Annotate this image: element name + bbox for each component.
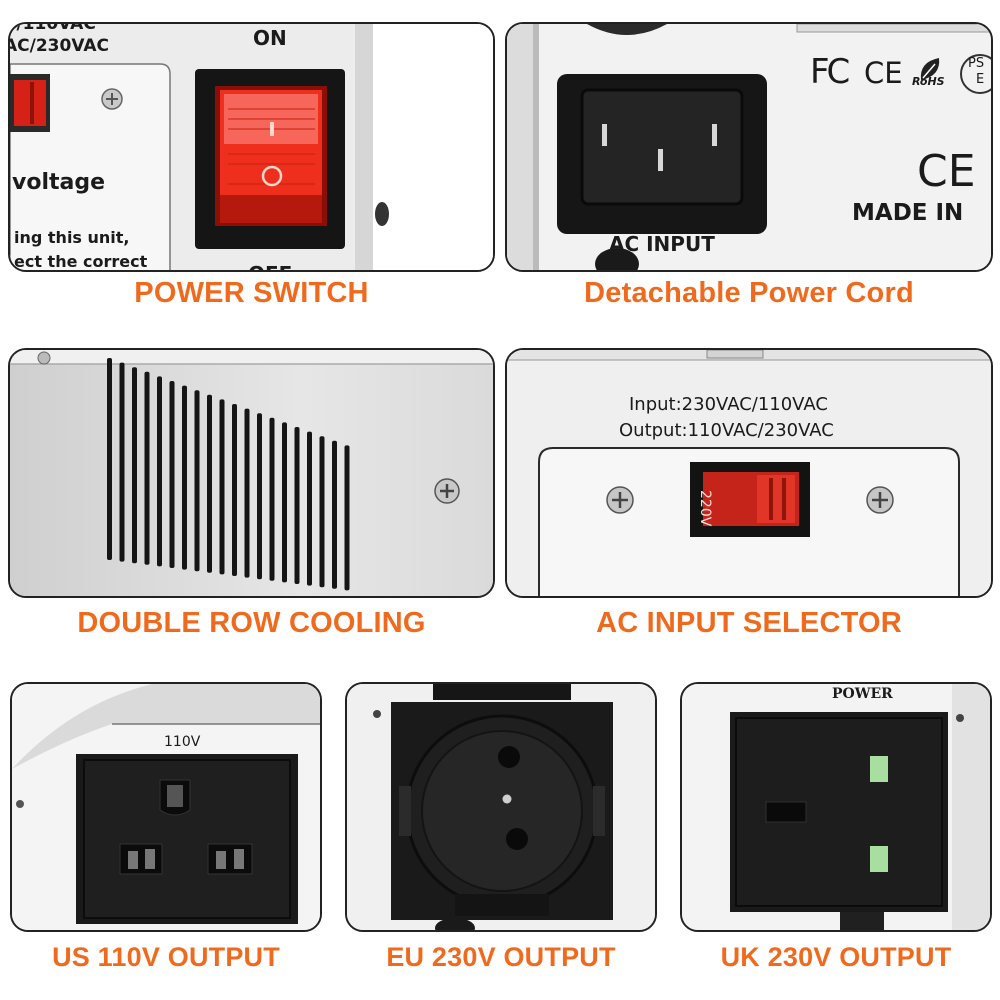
us-socket-illustration	[12, 684, 320, 930]
instruction-line1: ing this unit,	[14, 228, 130, 247]
vent-slot	[294, 427, 300, 584]
vent-slot	[269, 417, 275, 581]
uk-output-photo: POWER	[680, 682, 992, 932]
power-switch-illustration	[10, 24, 493, 270]
on-label: ON	[253, 26, 287, 50]
eu-socket-illustration	[347, 684, 655, 930]
vent-slot	[144, 371, 150, 565]
selector-caption: AC INPUT SELECTOR	[596, 607, 902, 639]
uk-output-caption: UK 230V OUTPUT	[720, 942, 952, 972]
ce-mark-small: CE	[864, 56, 903, 90]
output-voltage-text: Output:110VAC/230VAC	[619, 420, 834, 441]
cooling-photo	[8, 348, 495, 598]
e-mark-text: E	[976, 72, 985, 87]
voltage-heading: voltage	[12, 170, 106, 195]
vent-slot	[119, 362, 125, 562]
vent-slot	[307, 431, 312, 586]
fc-mark: FC	[810, 52, 850, 92]
vent-slot	[169, 381, 175, 568]
ps-mark-text: PS	[968, 56, 985, 71]
input-voltage-text: Input:230VAC/110VAC	[629, 394, 828, 415]
vent-slot	[332, 440, 337, 589]
top-voltage-label-line1: C/110VAC	[8, 22, 96, 34]
vent-slot	[344, 445, 350, 591]
us-voltage-label: 110V	[164, 734, 201, 750]
power-cord-illustration	[507, 24, 991, 270]
rohs-mark: RoHS	[912, 75, 945, 88]
off-label: OFF	[248, 262, 292, 270]
cooling-illustration	[10, 350, 493, 596]
vent-slot	[182, 385, 187, 570]
vent-slot	[132, 367, 137, 564]
vent-slot	[219, 399, 225, 575]
eu-output-photo	[345, 682, 657, 932]
vent-slot	[107, 358, 112, 560]
made-in-label: MADE IN	[852, 200, 964, 226]
vent-slot	[194, 390, 200, 572]
power-cord-caption: Detachable Power Cord	[584, 277, 914, 309]
vent-slot	[157, 376, 162, 567]
selector-illustration	[507, 350, 991, 596]
voltage-switch-label: 220V	[697, 490, 713, 527]
vent-slot	[319, 436, 325, 588]
power-switch-caption: POWER SWITCH	[134, 277, 369, 309]
leaf-icon	[920, 58, 940, 80]
ac-input-label: AC INPUT	[609, 232, 715, 256]
eu-output-caption: EU 230V OUTPUT	[386, 942, 616, 972]
vent-slot	[282, 422, 287, 583]
vent-slot	[232, 404, 237, 576]
power-cord-photo: FC CE RoHS PS E CE MADE IN AC INPUT	[505, 22, 993, 272]
instruction-line2: ect the correct	[14, 252, 148, 271]
us-output-photo: 110V	[10, 682, 322, 932]
vent-slot	[257, 413, 262, 580]
vent-slot	[207, 394, 212, 573]
us-output-caption: US 110V OUTPUT	[52, 942, 280, 972]
uk-socket-illustration	[682, 684, 990, 930]
power-switch-photo: C/110VAC AC/230VAC ON OFF voltage ing th…	[8, 22, 495, 272]
ce-mark-large: CE	[917, 146, 976, 197]
top-voltage-label-line2: AC/230VAC	[8, 36, 109, 56]
vent-slots	[107, 358, 350, 591]
selector-photo: Input:230VAC/110VAC Output:110VAC/230VAC…	[505, 348, 993, 598]
cooling-caption: DOUBLE ROW COOLING	[77, 607, 426, 639]
vent-slot	[244, 408, 250, 578]
pse-mark	[960, 54, 991, 94]
uk-power-label: POWER	[832, 686, 893, 702]
